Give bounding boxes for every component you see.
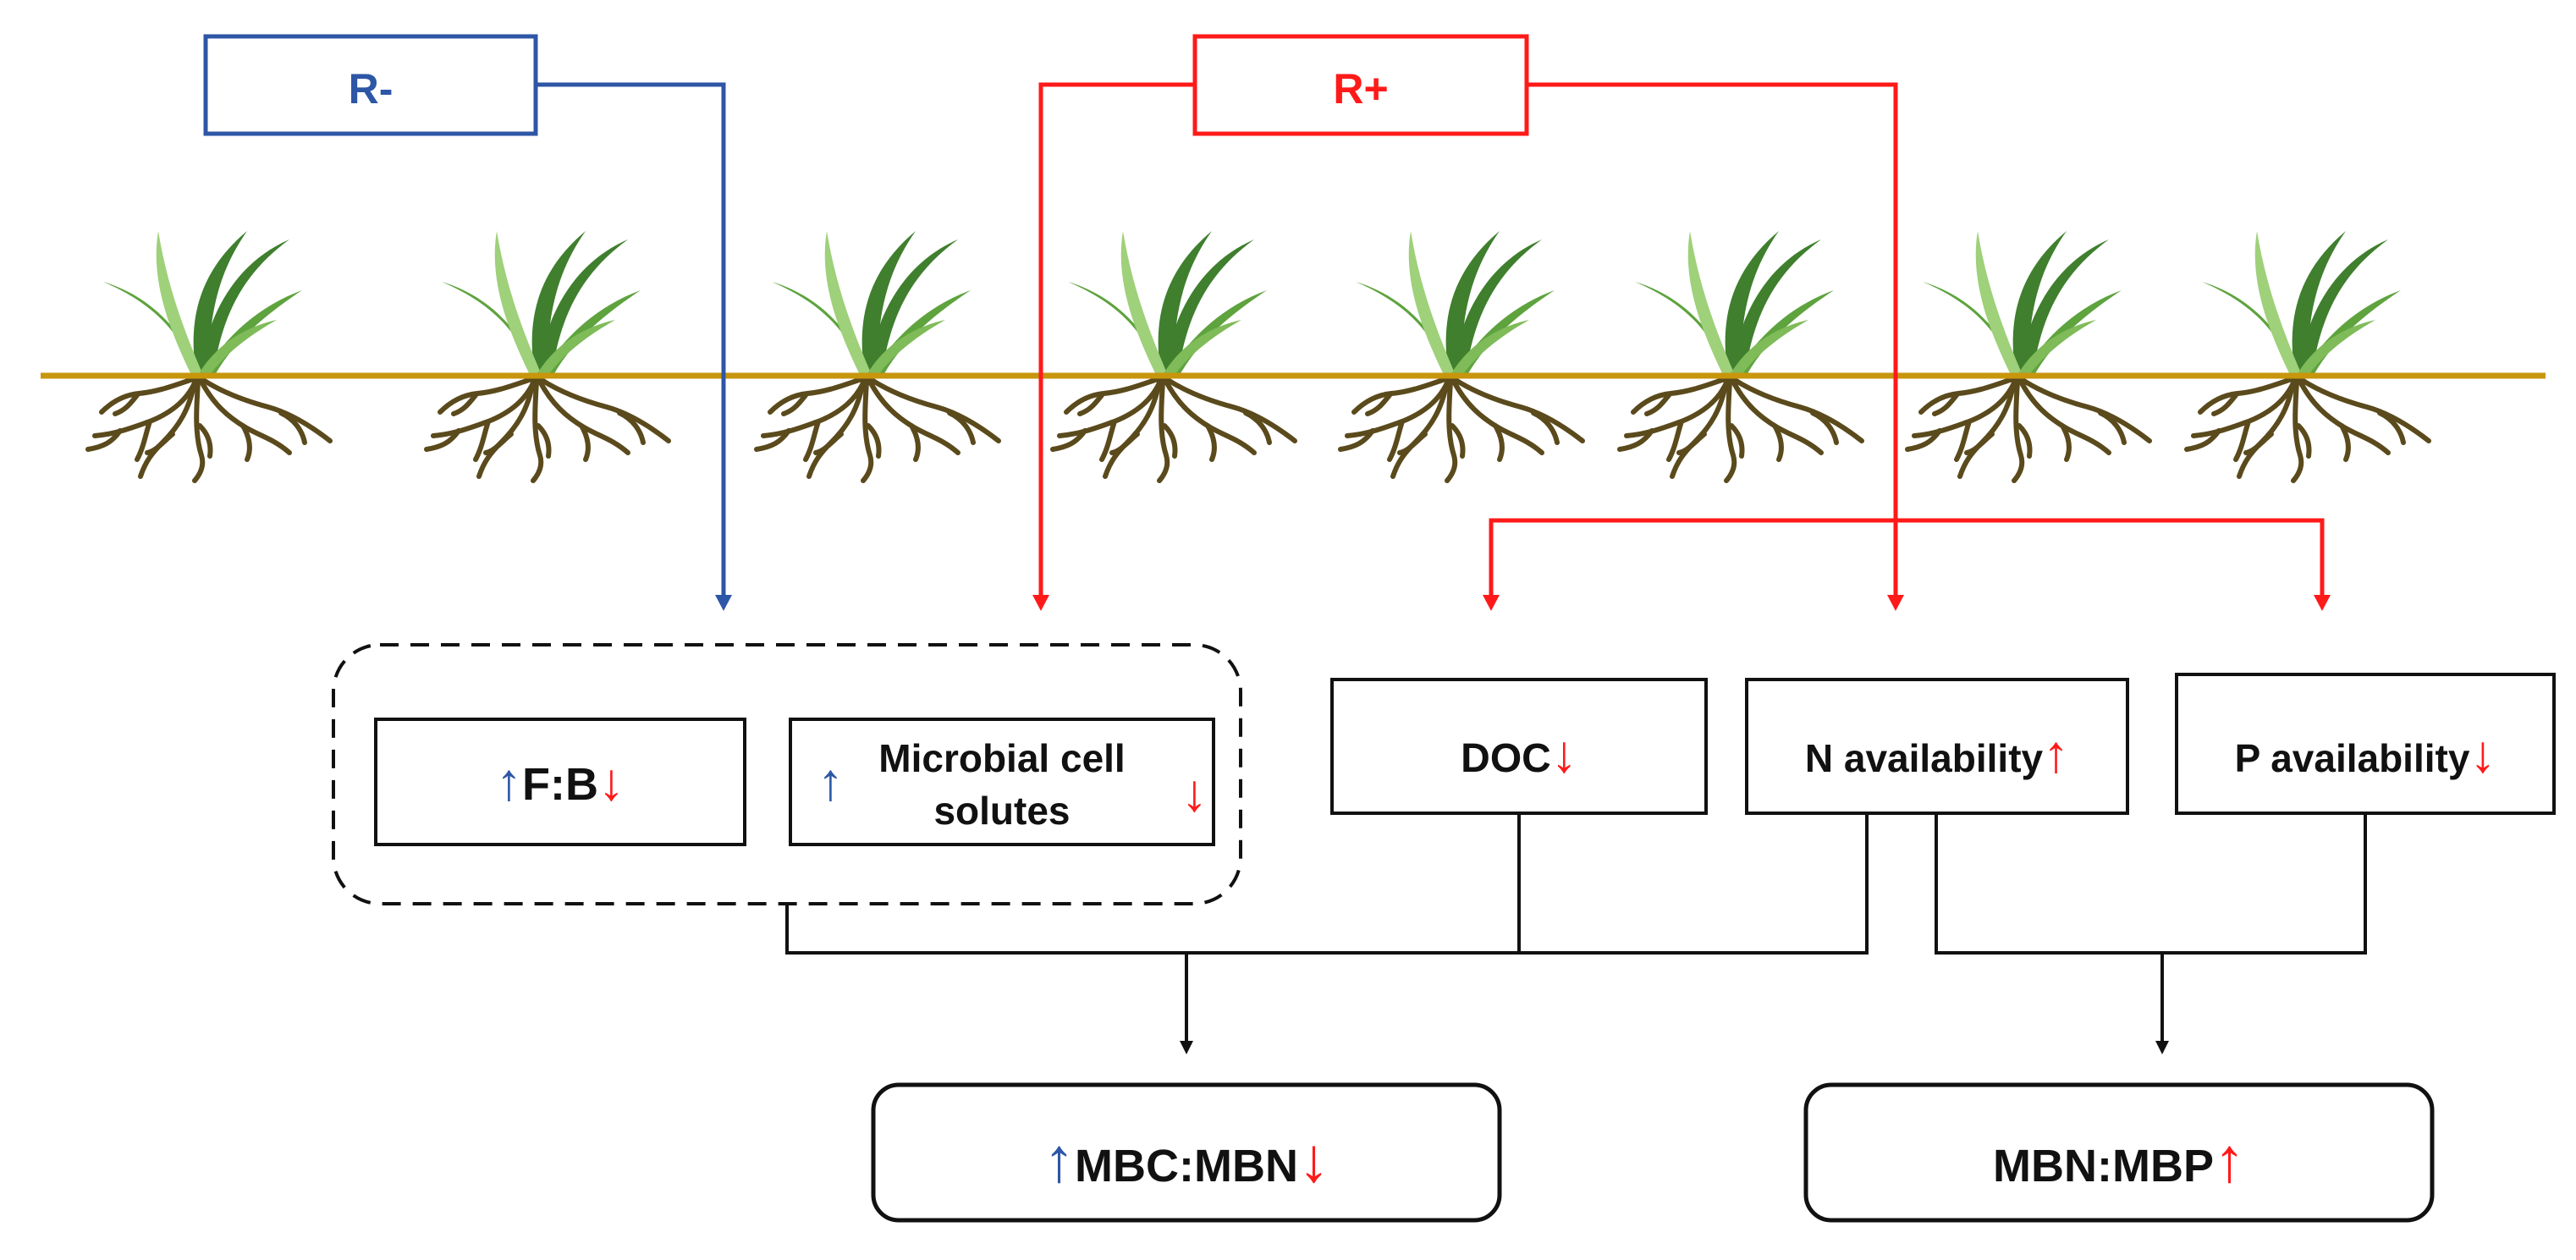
fb-label: F:B — [522, 759, 598, 810]
r-minus-group: R- — [203, 34, 732, 611]
doc-label: DOC — [1461, 736, 1551, 781]
r-plus-left-connector — [1038, 82, 1195, 597]
p-availability-box: P availability↓ — [2175, 673, 2556, 815]
mbn-mbp-label: MBN:MBP — [1993, 1141, 2214, 1191]
svg-text:↑MBC:MBN↓: ↑MBC:MBN↓ — [1043, 1125, 1329, 1195]
r-plus-right-arrowhead — [1887, 595, 1904, 611]
mbn-mbp-box: MBN:MBP↑ — [1803, 1082, 2435, 1223]
grass-with-roots-icon — [1053, 231, 1295, 481]
svg-text:P availability↓: P availability↓ — [2235, 725, 2496, 784]
mbc-mbn-up-arrow: ↑ — [1043, 1125, 1075, 1195]
microbial-down-arrow: ↓ — [1181, 764, 1208, 823]
svg-text:↑F:B↓: ↑F:B↓ — [496, 753, 625, 812]
microbial-line1: Microbial cell — [878, 736, 1125, 780]
r-minus-label: R- — [349, 65, 394, 113]
mbn-mbp-up-arrow: ↑ — [2214, 1125, 2245, 1195]
mbn-mbp-arrowhead — [2155, 1041, 2169, 1054]
mbc-mbn-down-arrow: ↓ — [1298, 1125, 1329, 1195]
svg-text:DOC↓: DOC↓ — [1461, 725, 1577, 784]
fb-up-arrow: ↑ — [496, 753, 522, 812]
doc-arrowhead — [1483, 595, 1500, 611]
n-availability-box: N availability↑ — [1745, 678, 2129, 815]
r-plus-label: R+ — [1333, 65, 1388, 113]
grass-with-roots-icon — [1620, 231, 1862, 481]
fb-box: ↑F:B↓ — [374, 718, 746, 846]
doc-down-arrow: ↓ — [1551, 725, 1577, 784]
r-plus-left-arrowhead — [1032, 595, 1049, 611]
grass-with-roots-icon — [1907, 231, 2149, 481]
r-plus-right-connector — [1527, 82, 1898, 597]
grass-with-roots-icon — [88, 231, 330, 481]
r-minus-connector — [536, 82, 726, 597]
fb-down-arrow: ↓ — [598, 753, 625, 812]
p-down-arrow: ↓ — [2469, 725, 2496, 784]
n-up-arrow: ↑ — [2043, 725, 2069, 784]
svg-text:N availability↑: N availability↑ — [1805, 725, 2069, 784]
grass-with-roots-icon — [427, 231, 669, 481]
n-availability-label: N availability — [1805, 736, 2044, 780]
mbc-mbn-box: ↑MBC:MBN↓ — [871, 1082, 1502, 1223]
plant-row — [88, 231, 2429, 481]
r-minus-arrowhead — [715, 595, 732, 611]
microbial-line2: solutes — [933, 789, 1070, 833]
mbc-mbn-arrowhead — [1180, 1041, 1193, 1054]
svg-text:MBN:MBP↑: MBN:MBP↑ — [1993, 1125, 2245, 1195]
r-plus-box — [1192, 34, 1529, 136]
doc-box: DOC↓ — [1330, 678, 1708, 815]
p-availability-label: P availability — [2235, 736, 2470, 780]
grass-with-roots-icon — [1340, 231, 1582, 481]
r-plus-group: R+ — [1032, 34, 2331, 611]
mbc-mbn-label: MBC:MBN — [1075, 1141, 1298, 1191]
p-arrowhead — [2314, 595, 2331, 611]
microbial-up-arrow: ↑ — [817, 753, 844, 812]
bottom-connectors — [785, 813, 2367, 1043]
microbial-box: ↑ Microbial cell solutes ↓ — [789, 718, 1215, 846]
grass-with-roots-icon — [757, 231, 999, 481]
r-plus-branch-connector — [1489, 518, 2325, 597]
grass-with-roots-icon — [2187, 231, 2429, 481]
